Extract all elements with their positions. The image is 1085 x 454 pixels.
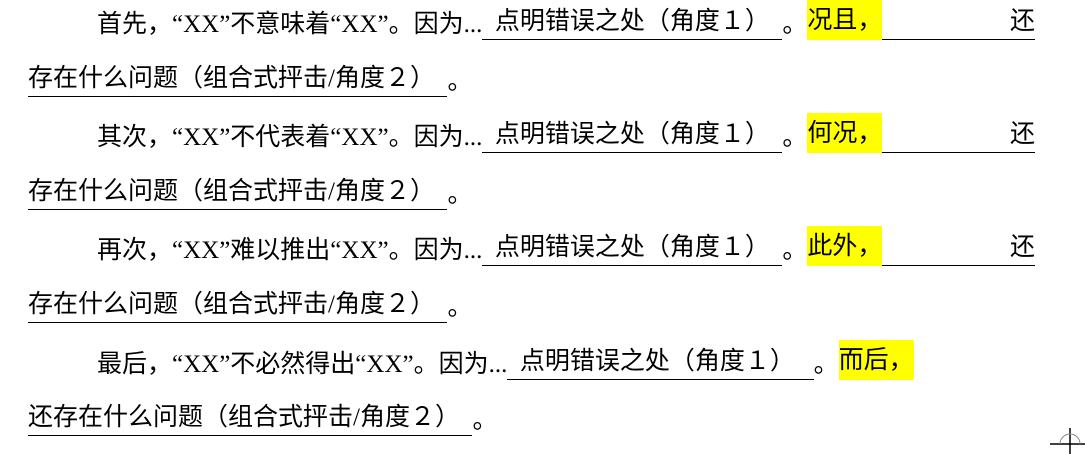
period: 。 [782, 124, 808, 151]
blank-tail[interactable]: 还 [882, 7, 1035, 40]
highlighted-connector: 此外， [807, 226, 883, 266]
paragraph-4-line-2: 还存在什么问题（组合式抨击/角度２） 。 [28, 396, 497, 436]
paragraph-3-line-1: 再次，“XX”难以推出“XX”。因为... 点明错误之处（角度１） 。 此外， … [97, 226, 1035, 266]
period: 。 [447, 68, 473, 95]
period: 。 [813, 351, 839, 378]
paragraph-4-line-1: 最后，“XX”不必然得出“XX”。因为... 点明错误之处（角度１） 。 而后， [97, 340, 1035, 380]
highlighted-connector: 况且， [807, 0, 883, 40]
paragraph-1-line-1: 首先，“XX”不意味着“XX”。因为... 点明错误之处（角度１） 。 况且， … [97, 0, 1035, 40]
paragraph-prefix: 最后，“XX”不必然得出“XX”。因为... [97, 351, 508, 378]
blank-tail[interactable]: 还 [882, 120, 1035, 153]
period: 。 [447, 294, 473, 321]
blank-angle-1[interactable]: 点明错误之处（角度１） [482, 120, 783, 153]
blank-angle-2[interactable]: 存在什么问题（组合式抨击/角度２） [28, 177, 448, 210]
period: 。 [782, 237, 808, 264]
period: 。 [447, 181, 473, 208]
paragraph-3-line-2: 存在什么问题（组合式抨击/角度２） 。 [28, 283, 472, 323]
blank-angle-2[interactable]: 存在什么问题（组合式抨击/角度２） [28, 290, 448, 323]
paragraph-prefix: 再次，“XX”难以推出“XX”。因为... [97, 237, 483, 264]
highlighted-connector: 而后， [838, 340, 914, 380]
page-corner-mark-icon [1050, 428, 1085, 454]
paragraph-2-line-1: 其次，“XX”不代表着“XX”。因为... 点明错误之处（角度１） 。 何况， … [97, 113, 1035, 153]
paragraph-1-line-2: 存在什么问题（组合式抨击/角度２） 。 [28, 57, 472, 97]
paragraph-prefix: 首先，“XX”不意味着“XX”。因为... [97, 11, 483, 38]
blank-angle-1[interactable]: 点明错误之处（角度１） [482, 233, 783, 266]
blank-angle-2[interactable]: 存在什么问题（组合式抨击/角度２） [28, 64, 448, 97]
blank-angle-1[interactable]: 点明错误之处（角度１） [482, 7, 783, 40]
paragraph-2-line-2: 存在什么问题（组合式抨击/角度２） 。 [28, 170, 472, 210]
period: 。 [472, 407, 498, 434]
blank-angle-1[interactable]: 点明错误之处（角度１） [507, 347, 814, 380]
period: 。 [782, 11, 808, 38]
highlighted-connector: 何况， [807, 113, 883, 153]
paragraph-prefix: 其次，“XX”不代表着“XX”。因为... [97, 124, 483, 151]
blank-angle-2[interactable]: 还存在什么问题（组合式抨击/角度２） [28, 403, 473, 436]
blank-tail[interactable]: 还 [882, 233, 1035, 266]
